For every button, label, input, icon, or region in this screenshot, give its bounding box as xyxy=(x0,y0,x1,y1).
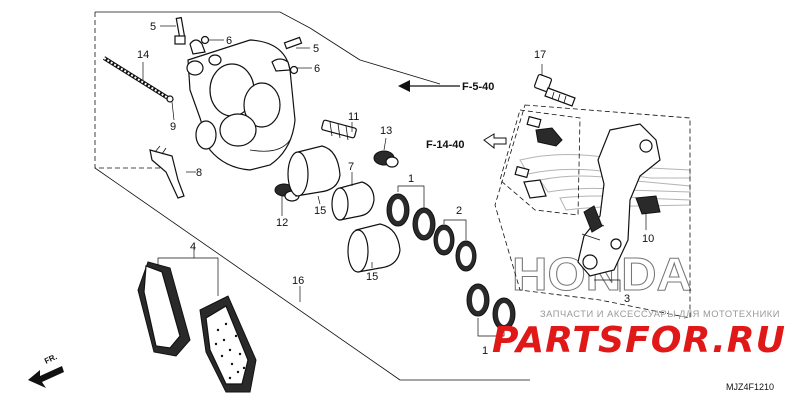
callout-3[interactable]: 3 xyxy=(624,293,630,305)
pad-spring xyxy=(149,145,185,199)
mounting-bolt xyxy=(533,73,576,107)
watermark-tagline: ЗАПЧАСТИ И АКСЕССУАРЫ ДЛЯ МОТОТЕХНИКИ xyxy=(540,309,780,319)
piston-small xyxy=(331,181,375,221)
pad-pin xyxy=(102,56,174,103)
seal-set-lower xyxy=(466,283,516,331)
callout-13[interactable]: 13 xyxy=(380,125,392,137)
bracket-bolt xyxy=(583,205,603,233)
caliper-assembly-outline xyxy=(94,11,530,381)
callout-4[interactable]: 4 xyxy=(190,241,196,253)
watermark-site: PARTSFOR.RU xyxy=(492,320,786,361)
slide-pin xyxy=(514,115,563,199)
front-direction-arrow xyxy=(28,366,64,388)
ref-f1440[interactable]: F-14-40 xyxy=(426,139,465,151)
piston-upper xyxy=(287,145,341,197)
callout-1-upper[interactable]: 1 xyxy=(408,173,414,185)
pin-bolt xyxy=(321,119,357,141)
bleed-screw-top xyxy=(174,16,210,55)
bleed-screw-side xyxy=(271,36,303,75)
callout-5-upper[interactable]: 5 xyxy=(150,21,156,33)
brake-pad-right xyxy=(199,295,257,393)
callout-8[interactable]: 8 xyxy=(196,167,202,179)
callout-15-lower[interactable]: 15 xyxy=(366,271,378,283)
callout-2[interactable]: 2 xyxy=(456,205,462,217)
leader-lines xyxy=(142,25,647,337)
callout-15-upper[interactable]: 15 xyxy=(314,205,326,217)
caliper-bracket xyxy=(577,123,661,277)
brake-pad-left xyxy=(137,261,191,357)
callout-6-side[interactable]: 6 xyxy=(314,63,320,75)
boot-13 xyxy=(373,150,399,168)
piston-lower xyxy=(347,223,401,273)
callout-16[interactable]: 16 xyxy=(292,275,304,287)
front-direction-label: FR. xyxy=(43,352,58,366)
pin-subassembly-outline xyxy=(499,109,581,216)
callout-14[interactable]: 14 xyxy=(137,49,149,61)
seal-set-upper xyxy=(386,193,477,272)
callout-12[interactable]: 12 xyxy=(276,217,288,229)
callout-7[interactable]: 7 xyxy=(348,161,354,173)
ref-f540-arrow xyxy=(398,80,460,92)
caliper-body xyxy=(186,39,296,171)
callout-17[interactable]: 17 xyxy=(534,49,546,61)
callout-1-lower[interactable]: 1 xyxy=(482,345,488,357)
ref-f540[interactable]: F-5-40 xyxy=(462,81,494,93)
callout-10[interactable]: 10 xyxy=(642,233,654,245)
callout-9[interactable]: 9 xyxy=(170,121,176,133)
bracket-outline xyxy=(494,104,691,319)
callout-5-side[interactable]: 5 xyxy=(313,43,319,55)
callout-11[interactable]: 11 xyxy=(348,111,359,123)
diagram-code: MJZ4F1210 xyxy=(726,382,774,392)
callout-6-upper[interactable]: 6 xyxy=(226,35,232,47)
ref-f1440-arrow xyxy=(483,133,507,150)
